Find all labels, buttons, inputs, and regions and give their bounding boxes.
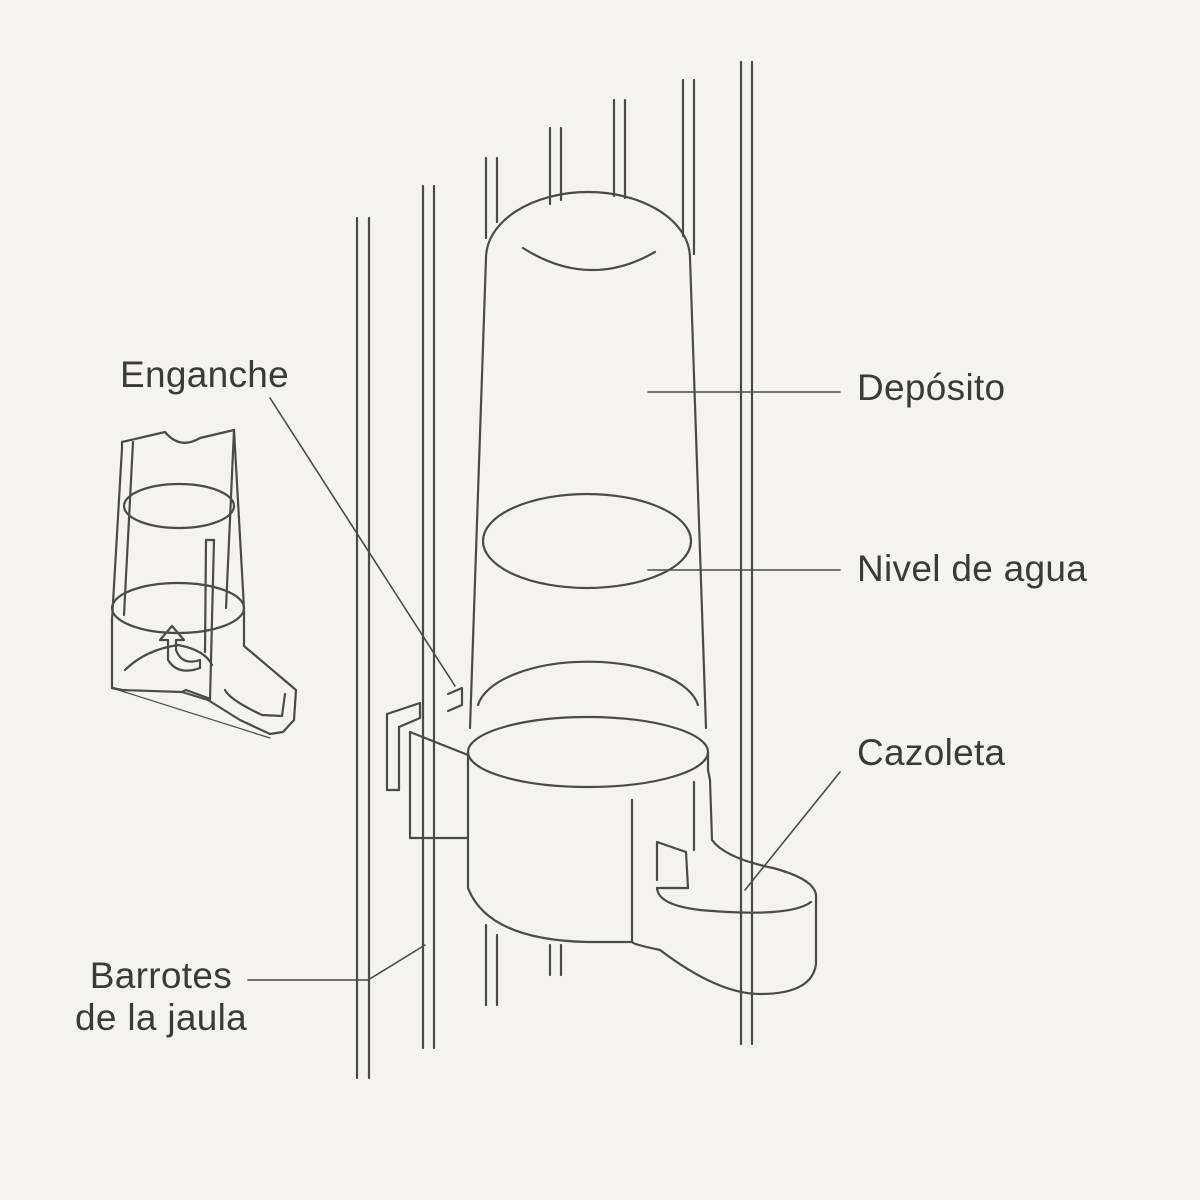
label-cazoleta: Cazoleta xyxy=(857,732,1006,773)
base-and-cup xyxy=(466,715,818,996)
leader-enganche xyxy=(269,397,456,687)
label-barrotes-line1: Barrotes xyxy=(89,955,232,996)
inset-cross-section xyxy=(110,428,298,739)
label-enganche: Enganche xyxy=(120,354,290,395)
leader-cazoleta xyxy=(744,771,841,891)
cage-bars xyxy=(355,60,754,1080)
leader-barrotes-diag xyxy=(367,944,426,981)
label-barrotes-line2: de la jaula xyxy=(75,997,247,1038)
leader-lines xyxy=(247,391,841,981)
label-deposito: Depósito xyxy=(857,367,1006,408)
reservoir-tube xyxy=(468,190,708,730)
label-nivel-de-agua: Nivel de agua xyxy=(857,548,1088,589)
hook xyxy=(385,686,470,840)
